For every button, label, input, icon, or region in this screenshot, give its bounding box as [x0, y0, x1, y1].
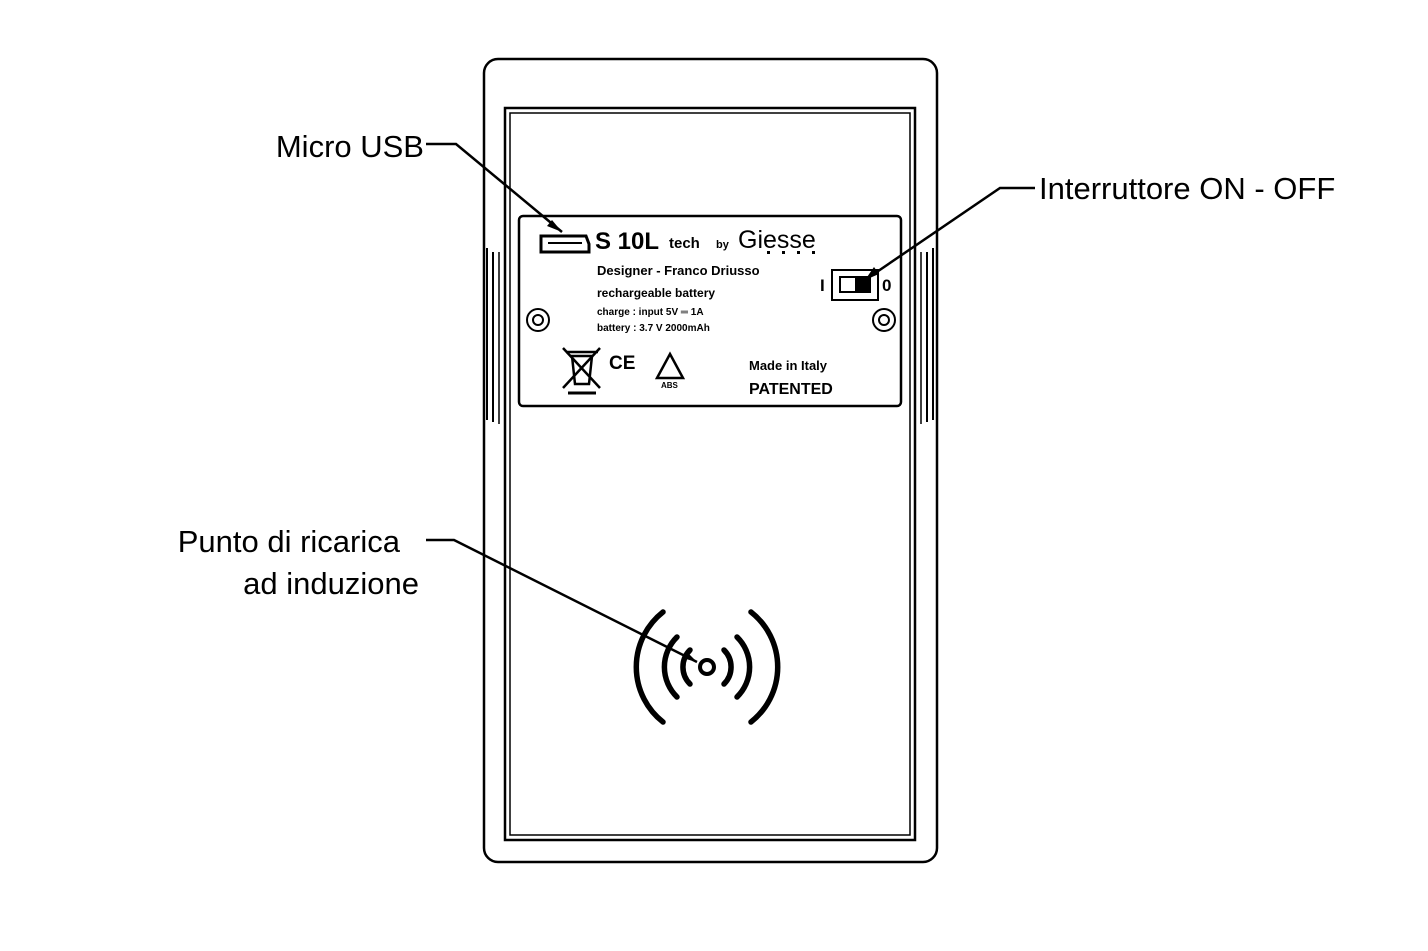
screw-left-icon: [526, 308, 550, 332]
callout-charging-line1: Punto di ricarica: [178, 524, 401, 559]
switch-off-mark: 0: [882, 276, 891, 295]
plate-patented: PATENTED: [749, 381, 833, 398]
plate-tech: tech: [669, 235, 700, 252]
wireless-charging-icon: [633, 609, 781, 725]
screw-right-icon: [872, 308, 896, 332]
ce-mark: CE: [609, 353, 635, 374]
brand-dots: [767, 251, 815, 254]
plate-designer: Designer - Franco Driusso: [597, 263, 760, 278]
leader-lines: [426, 142, 1035, 664]
plate-made-in: Made in Italy: [749, 358, 828, 373]
label-plate: S 10L tech by Giesse Designer - Franco D…: [517, 214, 903, 408]
plate-battery-type: rechargeable battery: [597, 286, 715, 300]
plate-by: by: [716, 239, 730, 251]
plate-charge-spec: charge : input 5V ═ 1A: [597, 307, 704, 318]
micro-usb-port-icon: [539, 234, 591, 254]
callout-micro-usb: Micro USB: [276, 129, 424, 164]
leader-arrowheads: [547, 220, 879, 662]
device-body: [482, 57, 939, 864]
recycle-abs-label: ABS: [661, 381, 679, 390]
recycle-abs-icon: ABS: [654, 351, 686, 390]
callout-charging-line2: ad induzione: [243, 566, 419, 601]
plate-battery-spec: battery : 3.7 V 2000mAh: [597, 323, 710, 334]
switch-on-mark: I: [820, 276, 825, 295]
plate-brand-logo: Giesse: [738, 226, 816, 254]
callout-switch: Interruttore ON - OFF: [1039, 171, 1335, 206]
weee-bin-icon: [562, 347, 601, 395]
plate-model: S 10L: [595, 228, 659, 255]
on-off-switch: [831, 269, 879, 301]
